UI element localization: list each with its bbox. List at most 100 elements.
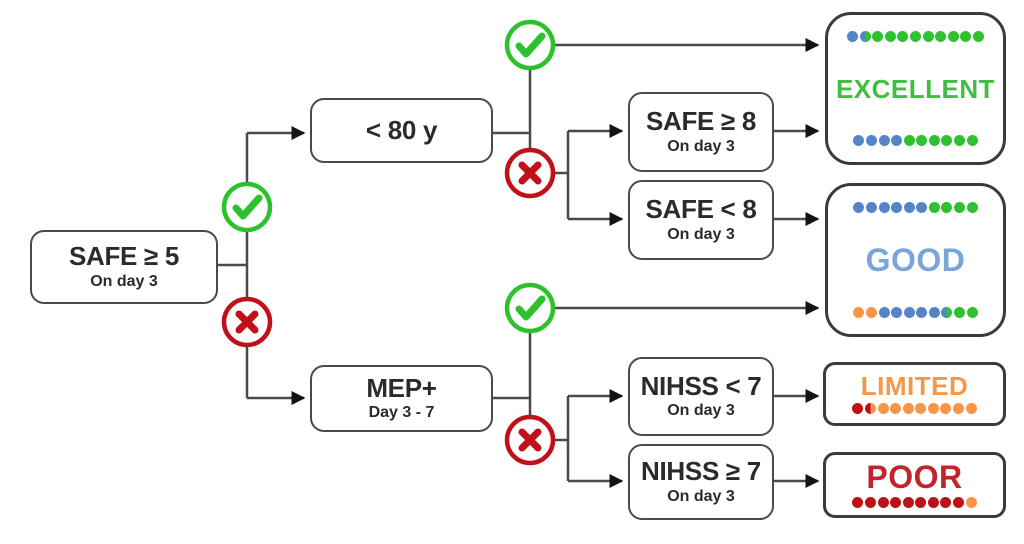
patient-dot	[953, 496, 965, 508]
patient-dot	[859, 31, 871, 42]
outcome-label: GOOD	[865, 242, 966, 278]
cross-icon	[504, 414, 556, 466]
patient-dot	[878, 135, 890, 146]
patient-dot	[865, 307, 877, 318]
patient-dot	[928, 307, 940, 318]
patient-dot	[916, 135, 928, 146]
patient-dot	[972, 31, 984, 42]
outcome-box-excellent: EXCELLENT	[825, 12, 1006, 165]
patient-dot	[966, 202, 978, 213]
patient-dot	[872, 31, 884, 42]
patient-dot	[916, 307, 928, 318]
patient-dot	[903, 307, 915, 318]
patient-dot	[954, 135, 966, 146]
patient-dot	[853, 307, 865, 318]
patient-dot	[916, 202, 928, 213]
patient-dot	[877, 402, 889, 414]
outcome-label: POOR	[866, 458, 963, 495]
patient-dot	[966, 307, 978, 318]
patient-dot	[891, 135, 903, 146]
dot-row	[853, 307, 979, 318]
patient-dot	[903, 202, 915, 213]
patient-dot	[928, 135, 940, 146]
patient-dot	[865, 135, 877, 146]
node-title: < 80 y	[365, 114, 438, 145]
patient-dot	[878, 202, 890, 213]
patient-dot	[940, 496, 952, 508]
check-icon	[221, 181, 273, 233]
patient-dot	[915, 496, 927, 508]
node-subtitle: On day 3	[90, 272, 158, 290]
decision-node-mep: MEP+ Day 3 - 7	[310, 365, 493, 432]
patient-dot	[903, 135, 915, 146]
node-title: NIHSS < 7	[640, 370, 762, 401]
node-subtitle: On day 3	[667, 137, 735, 155]
dot-row	[846, 31, 985, 42]
patient-dot	[890, 402, 902, 414]
dot-row	[853, 135, 979, 146]
patient-dot	[852, 496, 864, 508]
patient-dot	[853, 202, 865, 213]
node-title: MEP+	[366, 372, 437, 403]
patient-dot	[864, 402, 876, 414]
patient-dot	[928, 202, 940, 213]
dot-row	[852, 496, 978, 508]
patient-dot	[878, 307, 890, 318]
patient-dot	[927, 496, 939, 508]
patient-dot	[965, 402, 977, 414]
patient-dot	[947, 31, 959, 42]
cross-icon	[504, 147, 556, 199]
patient-dot	[935, 31, 947, 42]
cross-icon	[221, 296, 273, 348]
decision-node-safelt8: SAFE < 8 On day 3	[628, 180, 774, 260]
patient-dot	[965, 496, 977, 508]
check-icon	[504, 19, 556, 71]
patient-dot	[941, 135, 953, 146]
decision-node-nihsslt7: NIHSS < 7 On day 3	[628, 357, 774, 436]
patient-dot	[940, 402, 952, 414]
decision-node-age: < 80 y	[310, 98, 493, 163]
patient-dot	[891, 202, 903, 213]
node-title: NIHSS ≥ 7	[641, 456, 761, 487]
node-subtitle: On day 3	[667, 225, 735, 243]
patient-dot	[890, 496, 902, 508]
patient-dot	[922, 31, 934, 42]
node-subtitle: On day 3	[667, 487, 735, 505]
patient-dot	[847, 31, 859, 42]
patient-dot	[852, 402, 864, 414]
patient-dot	[927, 402, 939, 414]
patient-dot	[897, 31, 909, 42]
outcome-label: LIMITED	[860, 370, 969, 401]
patient-dot	[941, 202, 953, 213]
patient-dot	[902, 402, 914, 414]
check-icon	[504, 282, 556, 334]
outcome-label: EXCELLENT	[835, 73, 996, 104]
patient-dot	[953, 402, 965, 414]
patient-dot	[884, 31, 896, 42]
patient-dot	[865, 202, 877, 213]
patient-dot	[910, 31, 921, 42]
decision-node-safe5: SAFE ≥ 5 On day 3	[30, 230, 218, 304]
patient-dot	[941, 307, 953, 318]
outcome-box-good: GOOD	[825, 183, 1006, 337]
node-title: SAFE ≥ 8	[645, 106, 757, 137]
patient-dot	[954, 202, 966, 213]
dot-row	[852, 402, 978, 414]
patient-dot	[954, 307, 966, 318]
outcome-box-poor: POOR	[823, 452, 1006, 518]
patient-dot	[891, 307, 903, 318]
node-title: SAFE ≥ 5	[68, 241, 180, 272]
patient-dot	[966, 135, 978, 146]
outcome-box-limited: LIMITED	[823, 362, 1006, 426]
patient-dot	[864, 496, 876, 508]
node-subtitle: Day 3 - 7	[368, 404, 435, 422]
dot-row	[853, 202, 979, 213]
decision-node-nihssge7: NIHSS ≥ 7 On day 3	[628, 444, 774, 520]
patient-dot	[915, 402, 927, 414]
patient-dot	[877, 496, 889, 508]
patient-dot	[853, 135, 865, 146]
patient-dot	[960, 31, 972, 42]
node-title: SAFE < 8	[645, 194, 757, 225]
